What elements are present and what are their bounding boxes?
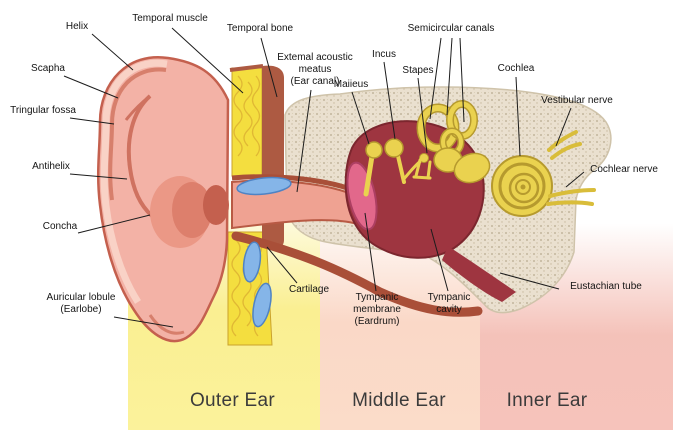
label-cartilage: Cartilage <box>288 284 330 295</box>
cartilage-blobs <box>236 176 292 328</box>
nerves <box>546 130 596 206</box>
label-tympanic-membrane: Tympanic membrane (Eardrum) <box>353 292 401 327</box>
label-cochlea: Cochlea <box>497 63 535 74</box>
ossicles <box>363 138 432 197</box>
section-label-middle-ear: Middle Ear <box>352 390 446 411</box>
label-semicircular-canals: Semicircular canals <box>407 23 495 34</box>
label-eustachian-tube: Eustachian tube <box>570 281 642 292</box>
label-vestibular-nerve: Vestibular nerve <box>541 95 613 106</box>
label-auricular-lobule: Auricular lobule (Earlobe) <box>46 292 116 315</box>
label-stapes: Stapes <box>402 65 434 76</box>
label-external-acoustic-meatus: Extemal acoustic meatus (Ear canal) <box>277 52 353 87</box>
semicircular-canals <box>416 100 491 184</box>
section-label-outer-ear: Outer Ear <box>189 390 276 411</box>
label-malleus: Maiieus <box>333 79 369 90</box>
label-helix: Helix <box>65 21 89 32</box>
section-label-inner-ear: Inner Ear <box>506 390 588 411</box>
label-tringular-fossa: Tringular fossa <box>10 105 76 116</box>
label-concha: Concha <box>42 221 78 232</box>
eustachian-tube-shape <box>442 246 516 302</box>
cochlea-shape <box>491 155 553 217</box>
label-tympanic-cavity: Tympanic cavity <box>427 292 471 315</box>
label-temporal-bone: Temporal bone <box>226 23 294 34</box>
leader-lines <box>63 27 585 328</box>
label-cochlear-nerve: Cochlear nerve <box>590 164 658 175</box>
label-antihelix: Antihelix <box>32 161 70 172</box>
label-scapha: Scapha <box>31 63 65 74</box>
label-temporal-muscle: Temporal muscle <box>132 13 208 24</box>
label-incus: Incus <box>372 49 396 60</box>
